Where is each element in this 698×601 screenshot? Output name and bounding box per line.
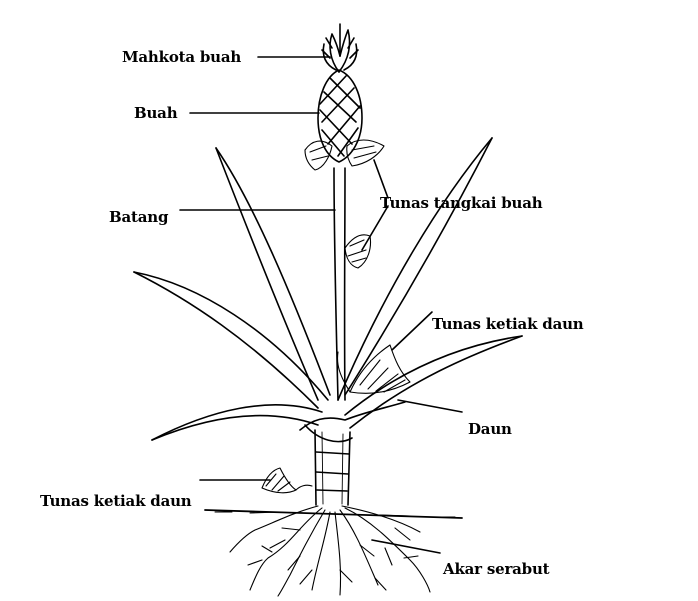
leaf-right-tall (338, 138, 492, 400)
label-tunas-ketiak-daun-atas: Tunas ketiak daun (432, 317, 584, 332)
leader-tunas-tangkai-buah-1 (374, 160, 388, 198)
leaf-axil-sucker (338, 345, 411, 393)
leader-daun (398, 400, 462, 412)
label-buah: Buah (134, 106, 177, 121)
stalk-shoot-lower (345, 235, 371, 268)
leader-tunas-ketiak-daun-atas (392, 312, 432, 350)
fibrous-roots (230, 506, 430, 596)
leaf-right-wide (345, 336, 522, 428)
leaf-left-low (152, 405, 322, 440)
ground-line (205, 510, 462, 518)
label-tunas-ketiak-daun-bawah: Tunas ketiak daun (40, 494, 192, 509)
fruit-body (318, 70, 362, 162)
label-tunas-tangkai-buah: Tunas tangkai buah (380, 196, 542, 211)
leaf-left-wide (134, 272, 328, 408)
label-akar-serabut: Akar serabut (443, 562, 549, 577)
label-daun: Daun (468, 422, 512, 437)
leaf-left-tall (216, 148, 330, 400)
label-mahkota-buah: Mahkota buah (122, 50, 241, 65)
fruit-crown (322, 24, 358, 72)
leader-akar-serabut (372, 540, 440, 553)
leader-tunas-tangkai-buah-2 (362, 206, 388, 250)
label-batang: Batang (109, 210, 168, 225)
leader-lines (180, 57, 462, 553)
stalk-shoot-upper (305, 140, 384, 170)
main-stalk (334, 168, 345, 400)
